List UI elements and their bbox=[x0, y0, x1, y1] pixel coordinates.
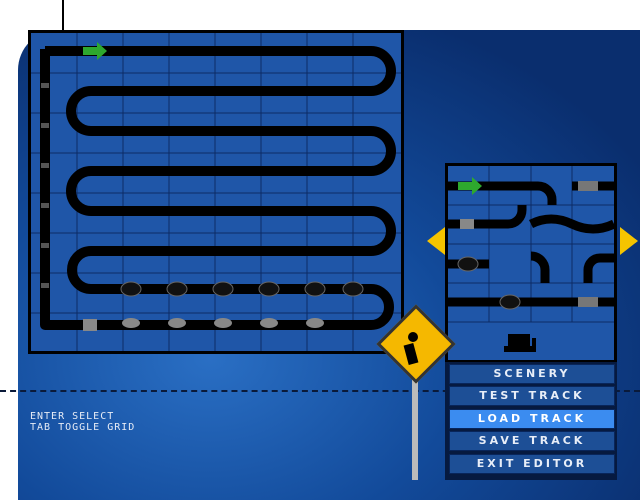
construction-sign-icon bbox=[376, 304, 456, 480]
help-tab-toggle-grid: TAB TOGGLE GRID bbox=[30, 422, 136, 433]
track-path bbox=[40, 46, 396, 330]
arrow-piece-icon bbox=[458, 177, 482, 195]
palette-next-arrow-icon[interactable] bbox=[620, 227, 638, 255]
help-enter-select: ENTER SELECT bbox=[30, 411, 115, 422]
start-arrow-icon bbox=[83, 42, 107, 60]
menu-scenery[interactable]: SCENERY bbox=[449, 364, 615, 384]
menu-test-track[interactable]: TEST TRACK bbox=[449, 386, 615, 406]
menu-save-track[interactable]: SAVE TRACK bbox=[449, 431, 615, 451]
divider-line bbox=[62, 0, 64, 30]
start-gate bbox=[83, 319, 97, 331]
track-grid[interactable] bbox=[28, 30, 404, 354]
menu-load-track[interactable]: LOAD TRACK bbox=[449, 409, 615, 429]
menu-exit-editor[interactable]: EXIT EDITOR bbox=[449, 454, 615, 474]
bulldozer-icon bbox=[504, 334, 536, 352]
divider-line bbox=[0, 390, 640, 392]
piece-palette[interactable] bbox=[445, 163, 617, 363]
palette-prev-arrow-icon[interactable] bbox=[427, 227, 445, 255]
